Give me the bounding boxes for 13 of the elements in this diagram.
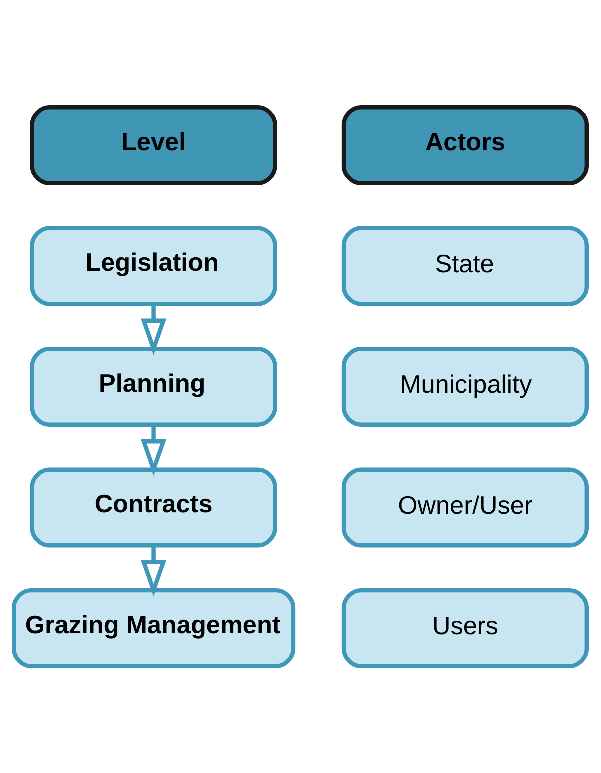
arrow	[141, 545, 167, 596]
node-box: Legislation	[30, 226, 278, 306]
arrow	[141, 424, 167, 476]
node-box: Municipality	[342, 346, 589, 426]
node-box: State	[342, 226, 589, 306]
node-box: Contracts	[30, 467, 278, 548]
node-box: Users	[342, 588, 589, 668]
node-box: Planning	[30, 346, 278, 426]
node-box: Grazing Management	[12, 588, 296, 668]
node-box: Actors	[342, 105, 589, 186]
arrow	[141, 304, 167, 355]
node-box: Owner/User	[342, 467, 589, 548]
node-box: Level	[30, 105, 278, 186]
